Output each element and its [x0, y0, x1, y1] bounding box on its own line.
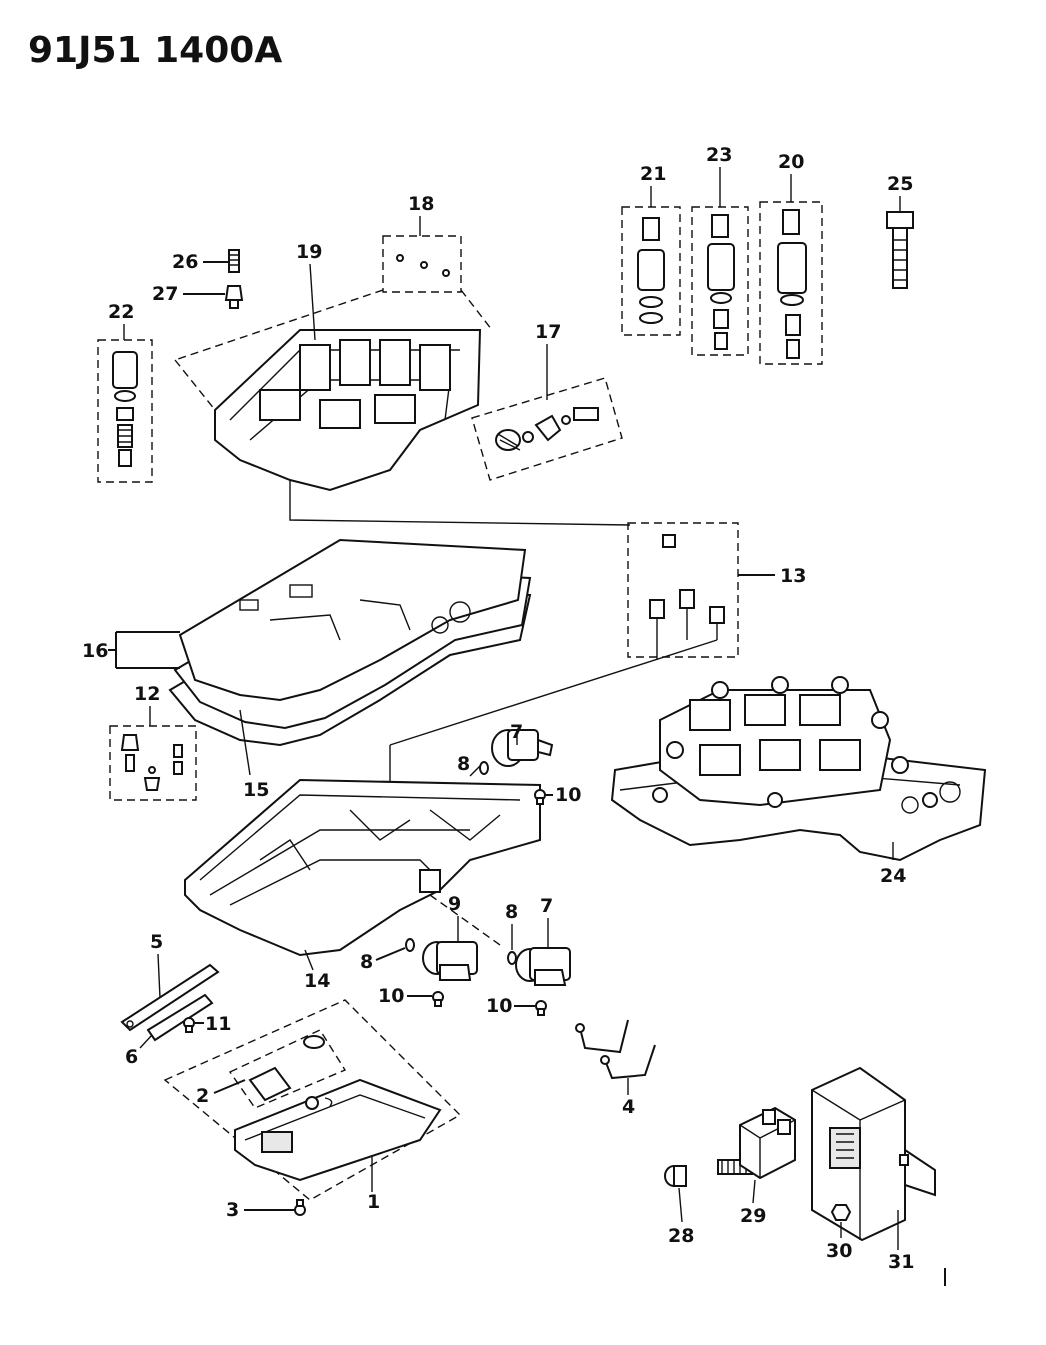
drawing-number: 91J51 1400A: [28, 30, 283, 71]
callout-6: 6: [125, 1046, 138, 1068]
callout-23: 23: [706, 144, 732, 166]
callout-10-lower: 10: [486, 995, 512, 1017]
callout-18: 18: [408, 193, 434, 215]
callout-8-upper: 8: [457, 753, 470, 775]
callout-27: 27: [152, 283, 178, 305]
upper-valve-body: [214, 329, 631, 526]
callout-7-lower: 7: [540, 895, 553, 917]
switch-29: [717, 1106, 796, 1180]
control-module-31: [811, 1066, 936, 1242]
callout-31: 31: [888, 1251, 914, 1273]
o-ring-8-lower: [507, 951, 517, 965]
plugs-group-18: [174, 235, 493, 411]
spring-26: [228, 249, 240, 273]
callout-8-lower: 8: [505, 901, 518, 923]
callout-21: 21: [640, 163, 666, 185]
callout-10-middle: 10: [378, 985, 404, 1007]
callout-30: 30: [826, 1240, 852, 1262]
callout-8-middle: 8: [360, 951, 373, 973]
callout-15: 15: [243, 779, 269, 801]
nut-30: [830, 1204, 852, 1221]
fitting-28: [664, 1165, 687, 1187]
callout-1: 1: [367, 1191, 380, 1213]
callout-25: 25: [887, 173, 913, 195]
bolt-10-lower: [535, 1000, 547, 1016]
callout-4: 4: [622, 1096, 635, 1118]
bolt-10-middle: [432, 991, 444, 1007]
o-ring-8-middle: [405, 938, 415, 952]
callout-24: 24: [880, 865, 906, 887]
lower-valve-body: [184, 778, 541, 957]
callout-14: 14: [304, 970, 330, 992]
valve-group-23: [691, 206, 749, 356]
bracket-6: [146, 993, 214, 1042]
callout-19: 19: [296, 241, 322, 263]
solenoid-7-upper: [491, 729, 554, 767]
valve-group-22: [97, 339, 153, 483]
oil-pan-assembly: [163, 999, 462, 1201]
callout-10-upper: 10: [555, 784, 581, 806]
callout-11: 11: [205, 1013, 231, 1035]
callout-17: 17: [535, 321, 561, 343]
valve-group-20: [759, 201, 823, 365]
callout-12: 12: [134, 683, 160, 705]
valve-body-assembly-24: [610, 676, 987, 862]
plugs-group-12: [109, 725, 197, 801]
bracket-5: [120, 963, 220, 1032]
o-ring-8-upper: [479, 761, 489, 775]
edge-mark: [944, 1268, 946, 1286]
callout-28: 28: [668, 1225, 694, 1247]
bolt-11: [183, 1017, 195, 1033]
callout-29: 29: [740, 1205, 766, 1227]
callout-3: 3: [226, 1199, 239, 1221]
solenoid-7-lower: [515, 947, 571, 986]
callout-13: 13: [780, 565, 806, 587]
bolt-10-upper: [534, 789, 546, 805]
tubes-4: [575, 1019, 656, 1080]
callout-9: 9: [448, 893, 461, 915]
callout-2: 2: [196, 1085, 209, 1107]
solenoid-9: [422, 941, 478, 981]
callout-20: 20: [778, 151, 804, 173]
callout-22: 22: [108, 301, 134, 323]
screen-27: [224, 285, 244, 309]
callout-16: 16: [82, 640, 108, 662]
valve-group-21: [621, 206, 681, 336]
callout-26: 26: [172, 251, 198, 273]
separator-plate-gaskets: [168, 538, 532, 747]
bolt-25: [886, 211, 914, 289]
valve-group-17: [471, 377, 623, 481]
bolt-3: [294, 1199, 306, 1216]
callout-5: 5: [150, 931, 163, 953]
